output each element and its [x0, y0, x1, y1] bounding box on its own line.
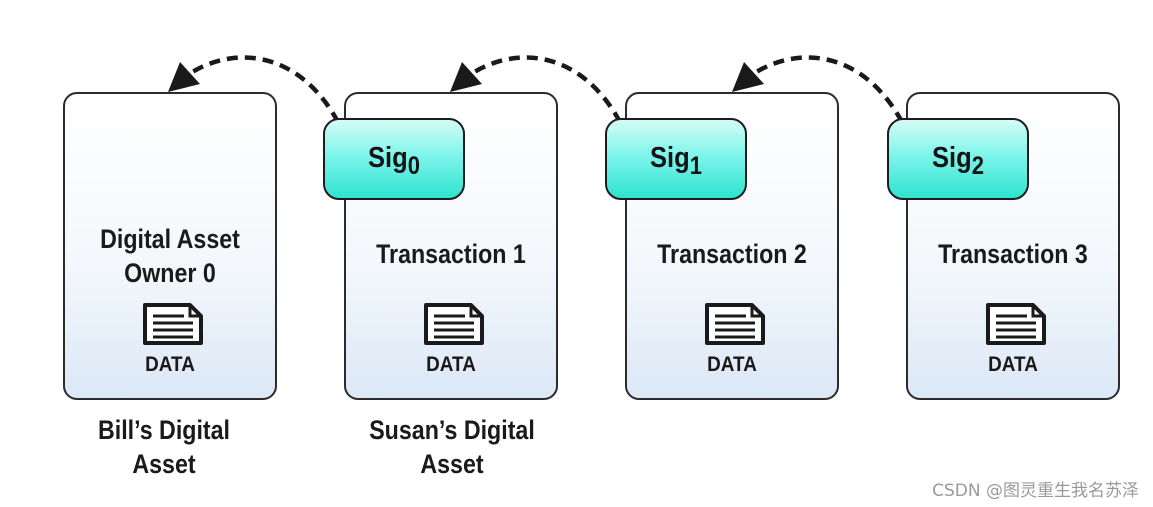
caption-line-1: Bill’s Digital: [97, 415, 231, 445]
data-label: DATA: [426, 353, 476, 376]
data-label: DATA: [988, 353, 1038, 376]
document-icon: [424, 303, 484, 345]
watermark: CSDN @图灵重生我名苏泽: [932, 481, 1139, 501]
block-title: Transaction 3: [938, 239, 1088, 269]
caption-line-1: Susan’s Digital: [369, 415, 535, 445]
dashed-curved-arrow-icon: [751, 55, 904, 124]
dashed-curved-arrow-icon: [187, 55, 340, 124]
dashed-curved-arrow-icon: [469, 55, 622, 124]
signature-base: Sig: [650, 142, 690, 174]
block-title: Transaction 1: [376, 239, 526, 269]
caption-line-2: Asset: [132, 449, 196, 479]
signature-index: 0: [407, 152, 420, 180]
signature-base: Sig: [368, 142, 408, 174]
signature-label: Sig0: [333, 142, 454, 181]
block-digital-asset-owner: Digital Asset Owner 0 DATA: [63, 92, 277, 400]
data-label: DATA: [707, 353, 757, 376]
signature-0: Sig0: [323, 118, 465, 200]
caption-bills-digital-asset: Bill’s Digital Asset: [61, 413, 267, 481]
document-icon: [143, 303, 203, 345]
caption-susans-digital-asset: Susan’s Digital Asset: [349, 413, 555, 481]
caption-line-2: Asset: [420, 449, 484, 479]
block-title-line-2: Owner 0: [124, 258, 216, 288]
signature-index: 2: [971, 152, 984, 180]
block-title-line-1: Digital Asset: [100, 224, 240, 254]
arrowhead-icon: [168, 62, 200, 92]
data-label: DATA: [145, 353, 195, 376]
arrowhead-icon: [450, 62, 482, 92]
document-icon: [986, 303, 1046, 345]
document-icon: [705, 303, 765, 345]
signature-label: Sig2: [897, 142, 1018, 181]
signature-base: Sig: [932, 142, 972, 174]
signature-index: 1: [689, 152, 702, 180]
arrowhead-icon: [732, 62, 764, 92]
signature-1: Sig1: [605, 118, 747, 200]
signature-label: Sig1: [615, 142, 736, 181]
signature-2: Sig2: [887, 118, 1029, 200]
block-title: Transaction 2: [657, 239, 807, 269]
